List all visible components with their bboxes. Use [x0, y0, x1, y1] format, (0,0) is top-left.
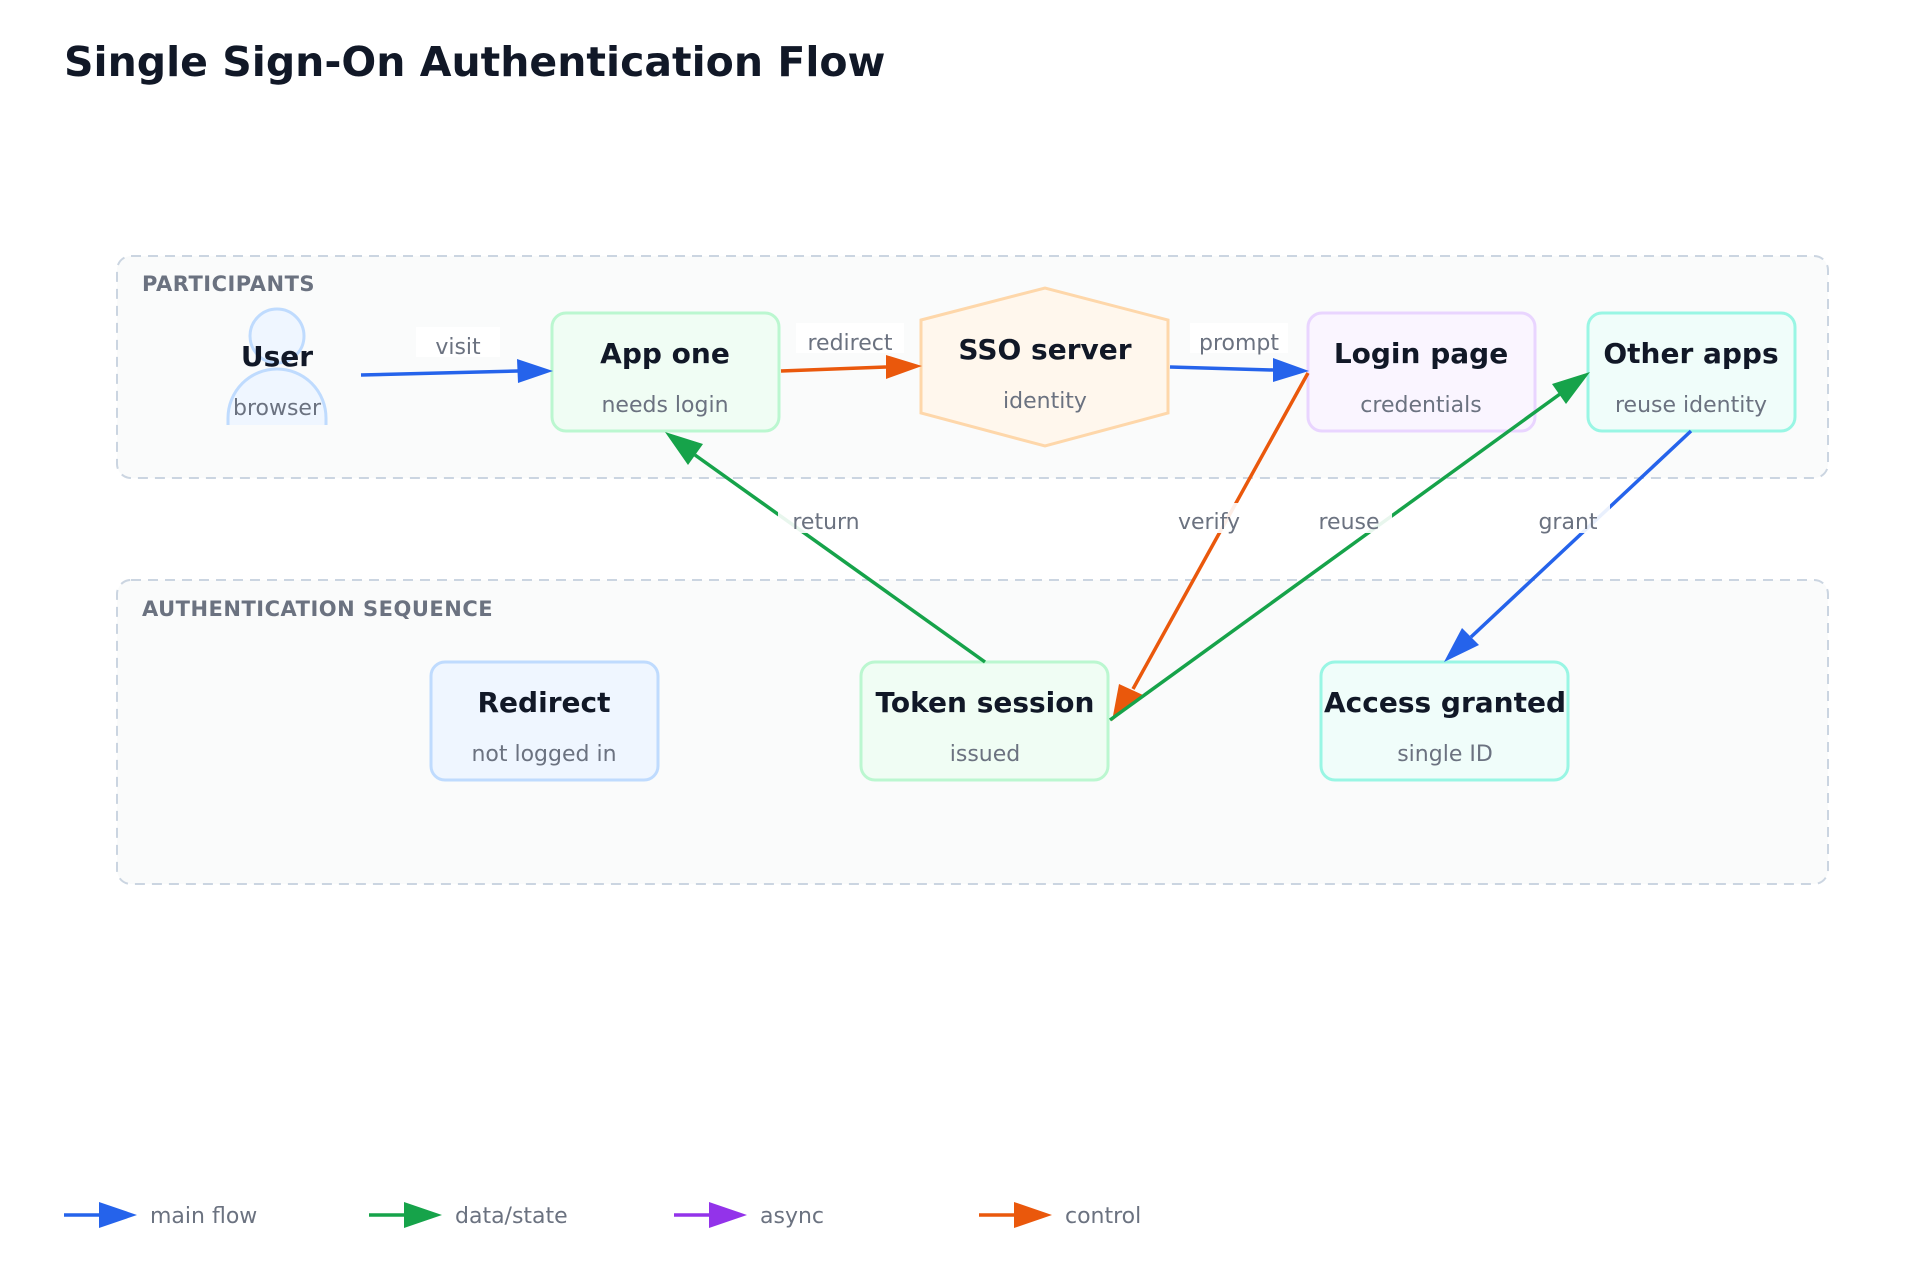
node-access-granted-sub: single ID: [1397, 742, 1493, 767]
edge-prompt[interactable]: [1169, 358, 1309, 382]
edge-label-visit: visit: [435, 335, 481, 360]
node-login-page-title: Login page: [1334, 337, 1508, 370]
diagram-title: Single Sign-On Authentication Flow: [64, 38, 885, 86]
edge-label-grant-group: grant: [1526, 503, 1610, 535]
node-token-session[interactable]: Token session issued: [859, 660, 1110, 782]
edge-visit[interactable]: [360, 359, 553, 383]
edge-reuse[interactable]: [1108, 372, 1590, 722]
node-redirect-title: Redirect: [478, 686, 611, 719]
node-access-granted-title: Access granted: [1324, 686, 1566, 719]
node-user-title: User: [241, 340, 313, 373]
edge-label-verify: verify: [1178, 510, 1240, 535]
edge-label-redirect-group: redirect: [796, 323, 904, 356]
edge-label-return-group: return: [778, 503, 874, 535]
legend-label-async: async: [760, 1204, 824, 1229]
edge-label-visit-group: visit: [416, 327, 500, 360]
node-login-page-sub: credentials: [1360, 393, 1481, 418]
node-app-one[interactable]: App one needs login: [550, 311, 781, 433]
node-other-apps[interactable]: Other apps reuse identity: [1586, 311, 1797, 433]
edge-label-return: return: [792, 510, 859, 535]
node-user-sub: browser: [233, 396, 322, 421]
node-access-granted[interactable]: Access granted single ID: [1319, 660, 1570, 782]
node-other-apps-sub: reuse identity: [1615, 393, 1767, 418]
edge-label-verify-group: verify: [1164, 503, 1254, 535]
edge-label-grant: grant: [1538, 510, 1597, 535]
node-token-session-title: Token session: [876, 686, 1095, 719]
legend-label-main-flow: main flow: [150, 1204, 257, 1229]
node-redirect-sub: not logged in: [471, 742, 616, 767]
legend: main flow data/state async control: [64, 1202, 1141, 1229]
node-other-apps-title: Other apps: [1603, 337, 1778, 370]
node-user[interactable]: User browser: [226, 307, 328, 425]
legend-item-data-state: data/state: [369, 1202, 568, 1229]
edge-label-prompt: prompt: [1199, 331, 1279, 356]
legend-item-main-flow: main flow: [64, 1202, 257, 1229]
node-sso-server[interactable]: SSO server identity: [919, 286, 1170, 448]
node-sso-server-sub: identity: [1003, 389, 1087, 414]
edge-label-prompt-group: prompt: [1190, 323, 1288, 356]
participants-group-label: PARTICIPANTS: [142, 272, 315, 296]
edge-return[interactable]: [665, 432, 987, 664]
node-app-one-sub: needs login: [601, 393, 728, 418]
edge-label-reuse-group: reuse: [1306, 503, 1392, 535]
sequence-group-label: AUTHENTICATION SEQUENCE: [142, 597, 493, 621]
edge-redirect[interactable]: [780, 355, 922, 379]
node-redirect[interactable]: Redirect not logged in: [429, 660, 660, 782]
node-token-session-sub: issued: [950, 742, 1020, 767]
edge-grant[interactable]: [1444, 429, 1693, 662]
legend-label-data-state: data/state: [455, 1204, 568, 1229]
person-icon: [226, 307, 328, 425]
legend-item-async: async: [674, 1202, 824, 1229]
node-login-page[interactable]: Login page credentials: [1306, 311, 1537, 433]
node-sso-server-title: SSO server: [958, 333, 1131, 366]
node-app-one-title: App one: [600, 337, 730, 370]
edge-label-reuse: reuse: [1318, 510, 1379, 535]
legend-label-control: control: [1065, 1204, 1141, 1229]
edge-label-redirect: redirect: [808, 331, 893, 356]
legend-item-control: control: [979, 1202, 1141, 1229]
